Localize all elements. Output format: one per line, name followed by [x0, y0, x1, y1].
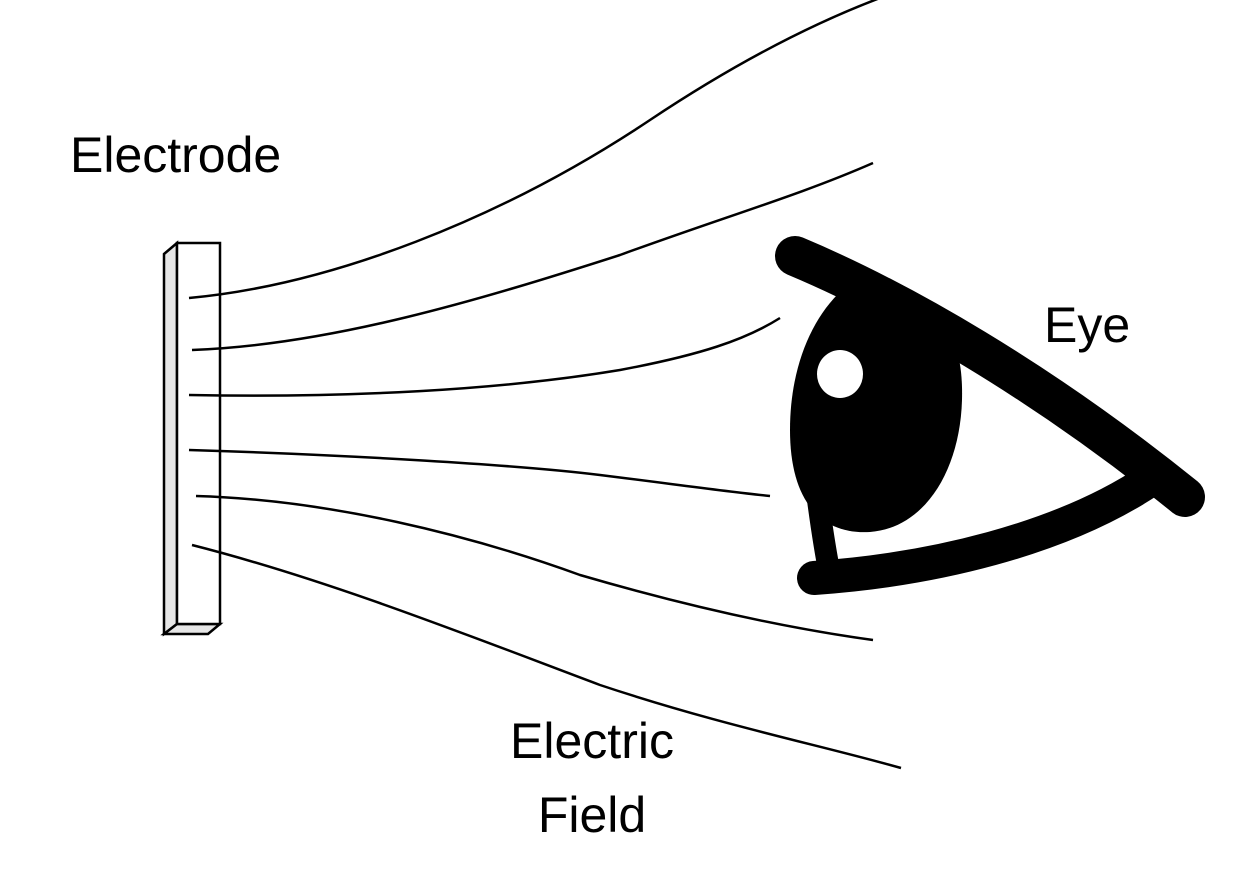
- field-line-2: [191, 161, 874, 352]
- eye-label: Eye: [1044, 297, 1130, 353]
- eye-highlight: [817, 350, 863, 398]
- field-line-1: [188, 0, 879, 300]
- electrode-side-face: [162, 240, 179, 637]
- field-line-5: [195, 494, 874, 642]
- electrode-front-face: [175, 241, 222, 626]
- eye-icon: [775, 236, 1205, 595]
- electrode: [160, 240, 224, 637]
- electric-field-label-line2: Field: [538, 787, 646, 843]
- field-line-6: [191, 543, 902, 770]
- electric-field-lines: [188, 0, 902, 770]
- eye-iris: [790, 290, 963, 533]
- electrode-label: Electrode: [70, 127, 281, 183]
- eye-lower-corner: [807, 489, 841, 586]
- field-line-3: [188, 316, 781, 397]
- eye-lower-lid: [797, 463, 1167, 595]
- eye-upper-lid: [775, 236, 1205, 517]
- electric-field-label-line1: Electric: [510, 713, 674, 769]
- field-line-4: [188, 448, 771, 498]
